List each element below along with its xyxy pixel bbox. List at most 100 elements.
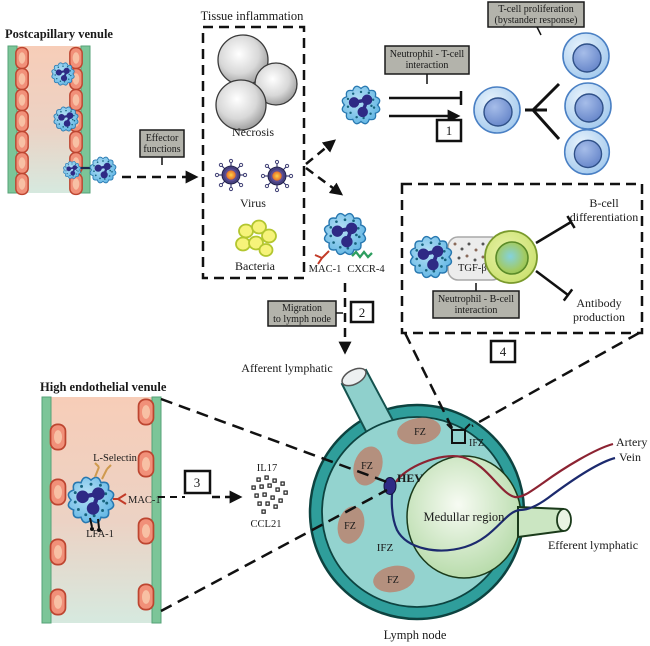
ifz-label: IFZ bbox=[469, 438, 484, 449]
svg-text:Neutrophil - B-cell: Neutrophil - B-cell bbox=[438, 294, 514, 305]
t-cell bbox=[564, 82, 612, 130]
svg-text:1: 1 bbox=[446, 123, 453, 138]
artery-line bbox=[395, 442, 614, 499]
hev-label: HEV bbox=[397, 471, 423, 485]
lymph-node: FZ FZ FZ FZ IFZ IFZ HEV Medullar region … bbox=[308, 367, 647, 642]
svg-text:Migration: Migration bbox=[282, 303, 322, 314]
dashed-arrow-to-tcell-path bbox=[305, 139, 337, 165]
hev-title: High endothelial venule bbox=[40, 380, 167, 394]
bcell-panel: TGF-β B-cell differentiation Antibody pr… bbox=[400, 182, 644, 364]
bacteria-label: Bacteria bbox=[235, 259, 276, 273]
fz-label: FZ bbox=[344, 521, 356, 532]
fz-label: FZ bbox=[361, 461, 373, 472]
hev-panel: High endothelial venule L-Selectin MAC-1… bbox=[40, 380, 288, 624]
svg-text:2: 2 bbox=[359, 305, 366, 320]
fz-label: FZ bbox=[414, 427, 426, 438]
svg-text:Effector: Effector bbox=[146, 133, 179, 144]
svg-text:differentiation: differentiation bbox=[570, 210, 638, 224]
step-3-badge bbox=[183, 469, 212, 495]
svg-text:interaction: interaction bbox=[455, 305, 498, 316]
antibody-production-label: Antibody bbox=[576, 296, 621, 310]
necrosis-label: Necrosis bbox=[232, 125, 274, 139]
neutrophil-bcell-interaction-box bbox=[432, 290, 520, 319]
neutrophil-cell bbox=[322, 211, 368, 257]
mac1-receptor-icon bbox=[113, 493, 127, 505]
l-selectin-label: L-Selectin bbox=[93, 453, 137, 464]
tissue-inflammation-box bbox=[201, 25, 306, 280]
il17-label: IL17 bbox=[257, 463, 277, 474]
migration-box bbox=[267, 300, 337, 327]
svg-text:T-cell proliferation: T-cell proliferation bbox=[498, 4, 573, 15]
mac1-hev-label: MAC-1 bbox=[128, 495, 161, 506]
virus-icon bbox=[214, 158, 248, 192]
mac1-label: MAC-1 bbox=[309, 264, 342, 275]
neutrophil-cell bbox=[408, 234, 454, 280]
svg-text:(bystander response): (bystander response) bbox=[494, 15, 577, 26]
follicle-zone bbox=[397, 417, 441, 445]
svg-text:to lymph node: to lymph node bbox=[273, 314, 331, 325]
lfa1-receptor-icon bbox=[89, 517, 101, 532]
neutrophil-cell bbox=[340, 84, 382, 126]
virus-icon bbox=[260, 159, 294, 193]
lymph-node-caption: Lymph node bbox=[384, 628, 447, 642]
follicle-zone bbox=[353, 446, 383, 486]
effector-functions-callout: Effector functions bbox=[122, 129, 199, 184]
t-cell bbox=[562, 32, 610, 80]
inhibition-line-antibody bbox=[535, 270, 574, 302]
follicle-zone bbox=[337, 506, 365, 544]
cxcr4-receptor-icon bbox=[351, 250, 373, 259]
virus-label: Virus bbox=[240, 196, 266, 210]
efferent-lymphatic-label: Efferent lymphatic bbox=[548, 538, 638, 552]
follicle-zone bbox=[373, 565, 415, 593]
cxcr4-label: CXCR-4 bbox=[347, 264, 385, 275]
svg-text:3: 3 bbox=[194, 475, 201, 490]
inhibition-line-differentiation bbox=[535, 215, 576, 245]
proliferation-fan bbox=[525, 82, 561, 141]
postcapillary-venule-title: Postcapillary venule bbox=[5, 27, 113, 41]
tgfb-label: TGF-β bbox=[458, 263, 487, 274]
migrating-neutrophil-section: MAC-1 CXCR-4 Migration to lymph node 2 A… bbox=[241, 211, 385, 375]
neutrophil-cell-emigrated bbox=[88, 155, 118, 185]
vein-line bbox=[390, 456, 616, 552]
tcell-proliferation-box bbox=[487, 1, 585, 28]
neutrophil-tcell-interaction-box bbox=[384, 45, 470, 75]
tcell-section: Neutrophil - T-cell interaction 1 T-cell… bbox=[340, 1, 612, 176]
chemokine-dots bbox=[251, 475, 288, 514]
hev-callout-bottom bbox=[160, 488, 388, 613]
step-4-badge bbox=[489, 339, 517, 364]
bcell-differentiation-label: B-cell bbox=[589, 196, 619, 210]
vein-label: Vein bbox=[619, 450, 641, 464]
neutrophil-cell-transmigrating bbox=[62, 160, 82, 180]
vessel-wall bbox=[41, 396, 52, 624]
bcell-callout-right bbox=[471, 331, 640, 428]
svg-text:4: 4 bbox=[500, 344, 507, 359]
tissue-inflammation-title: Tissue inflammation bbox=[201, 9, 304, 23]
svg-text:Neutrophil - T-cell: Neutrophil - T-cell bbox=[390, 49, 465, 60]
svg-text:interaction: interaction bbox=[406, 60, 449, 71]
svg-text:functions: functions bbox=[143, 144, 180, 155]
neutrophil-cell bbox=[50, 61, 76, 87]
vessel-wall bbox=[151, 396, 162, 624]
b-cell bbox=[484, 230, 538, 284]
t-cell bbox=[563, 128, 611, 176]
postcapillary-venule-panel: Postcapillary venule bbox=[5, 27, 118, 196]
step-2-badge bbox=[349, 300, 375, 324]
efferent-vessel-opening bbox=[556, 508, 572, 532]
neutrophil-cell bbox=[68, 477, 113, 522]
afferent-lymphatic-label: Afferent lymphatic bbox=[241, 361, 332, 375]
medullar-region-label: Medullar region bbox=[424, 510, 506, 524]
effector-functions-box bbox=[139, 129, 185, 158]
artery-label: Artery bbox=[616, 435, 647, 449]
mac1-receptor-icon bbox=[314, 250, 330, 265]
lfa1-label: LFA-1 bbox=[86, 529, 114, 540]
callout-lines bbox=[160, 331, 640, 613]
bacteria-cluster bbox=[235, 219, 277, 257]
step-1-badge bbox=[435, 118, 463, 143]
neutrophil-cell bbox=[52, 105, 80, 133]
necrosis-blobs bbox=[215, 34, 298, 131]
ifz-label: IFZ bbox=[377, 542, 394, 554]
afferent-vessel-opening bbox=[341, 367, 367, 387]
hev-callout-top bbox=[160, 397, 388, 484]
